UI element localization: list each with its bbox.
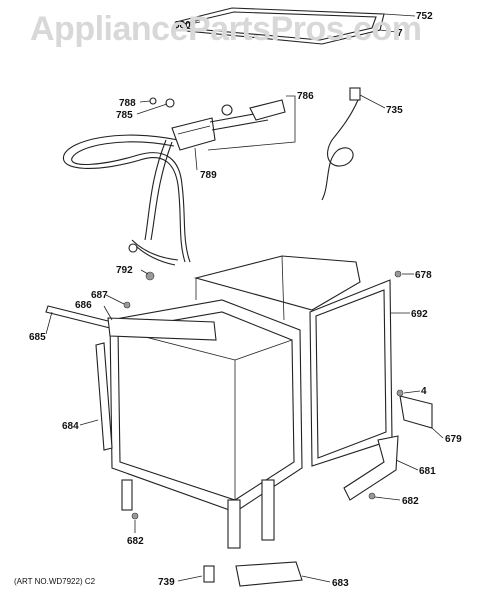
callout-681: 681 bbox=[419, 466, 436, 477]
callout-labels: 680 752 7 788 785 786 735 789 792 678 68… bbox=[29, 11, 462, 589]
callout-684: 684 bbox=[62, 421, 79, 432]
callout-739: 739 bbox=[158, 577, 175, 588]
inlet-valve-part bbox=[149, 97, 286, 151]
callout-785: 785 bbox=[116, 110, 133, 121]
callout-687: 687 bbox=[91, 290, 108, 301]
top-panel-part bbox=[175, 7, 385, 45]
callout-788: 788 bbox=[119, 98, 136, 109]
callout-685: 685 bbox=[29, 332, 46, 343]
callout-792: 792 bbox=[116, 265, 133, 276]
callout-679: 679 bbox=[445, 434, 462, 445]
door-seal-strip-part bbox=[45, 305, 217, 451]
fill-hose-part bbox=[62, 134, 191, 266]
power-cord-part bbox=[321, 87, 361, 201]
callout-678: 678 bbox=[415, 270, 432, 281]
tub-frame-part bbox=[109, 299, 303, 549]
callout-4: 4 bbox=[421, 386, 427, 397]
callout-735: 735 bbox=[386, 105, 403, 116]
callout-683: 683 bbox=[332, 578, 349, 589]
leader-lines bbox=[45, 13, 444, 583]
side-panel-part bbox=[193, 255, 393, 467]
screw-part bbox=[123, 270, 404, 583]
nut-part bbox=[128, 243, 155, 281]
callout-786: 786 bbox=[297, 91, 314, 102]
callout-682-bottom: 682 bbox=[127, 536, 144, 547]
art-number: (ART NO.WD7922) C2 bbox=[14, 577, 96, 586]
callout-789: 789 bbox=[200, 170, 217, 181]
callout-682-right: 682 bbox=[402, 496, 419, 507]
callout-692: 692 bbox=[411, 309, 428, 320]
callout-686: 686 bbox=[75, 300, 92, 311]
callout-752: 752 bbox=[416, 11, 433, 22]
callout-7: 7 bbox=[397, 28, 403, 39]
callout-680: 680 bbox=[174, 20, 191, 31]
